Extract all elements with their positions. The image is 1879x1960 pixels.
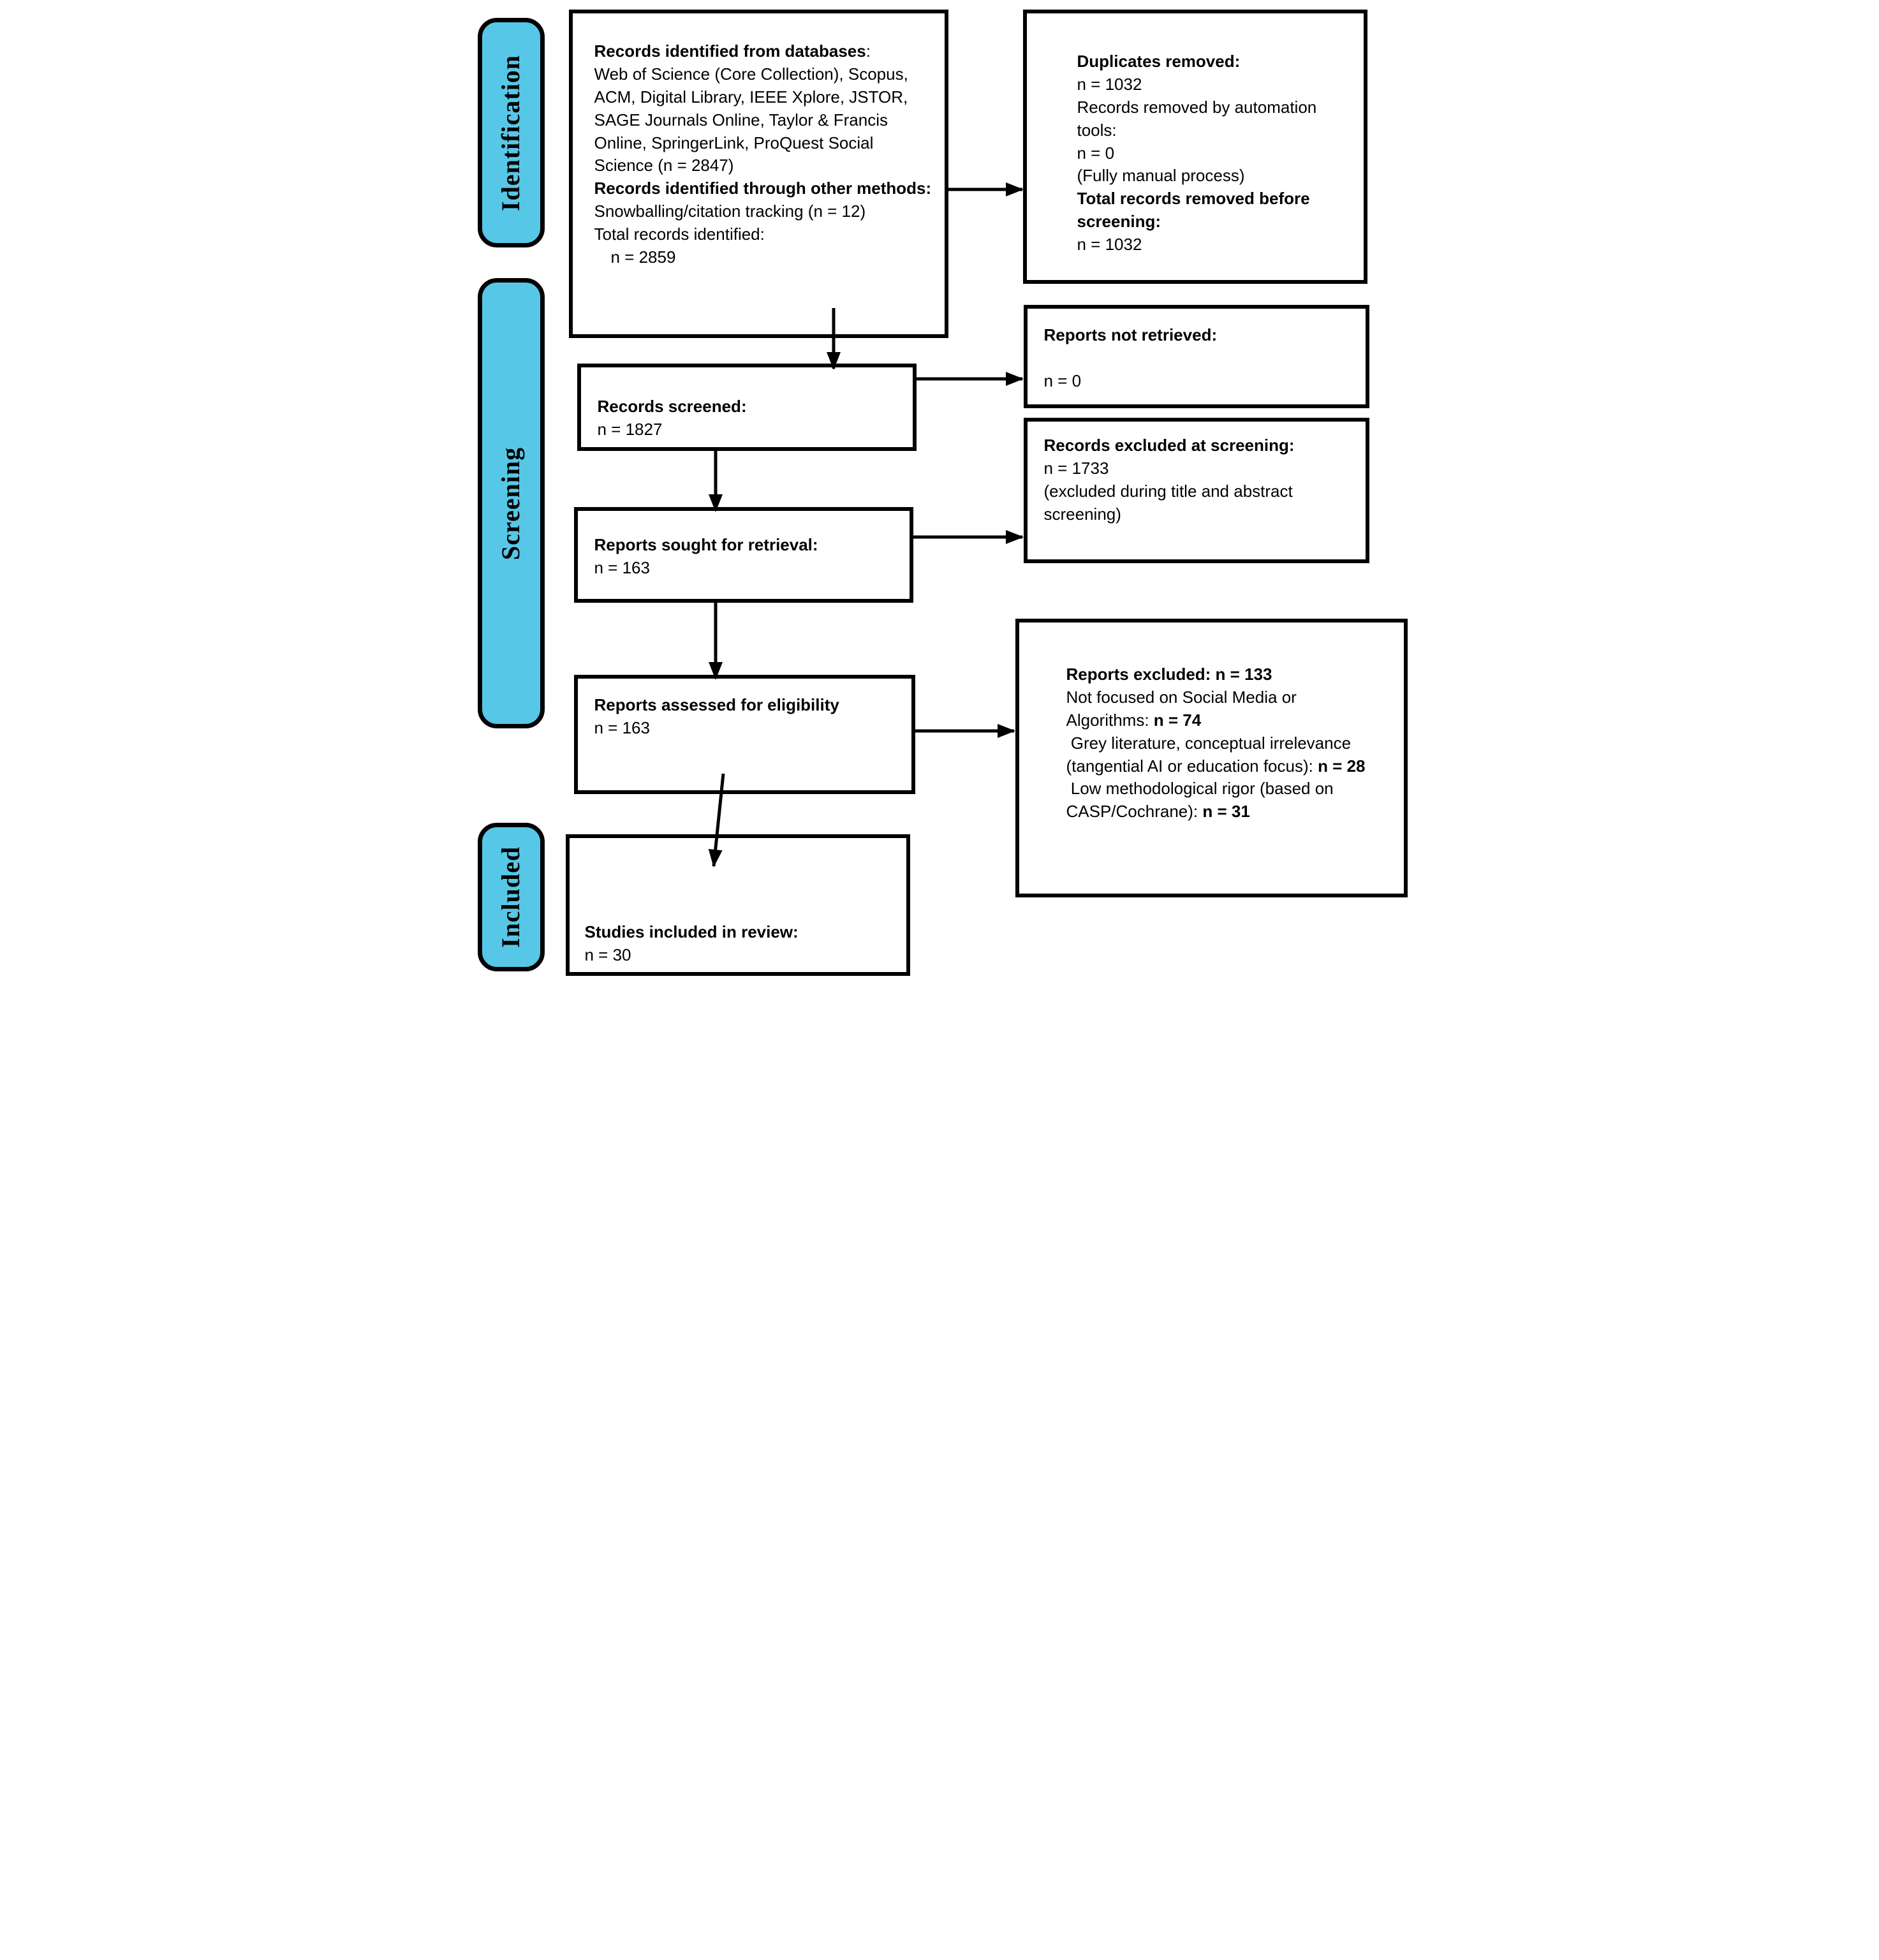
- paragraph: n = 163: [594, 717, 886, 740]
- text-segment: n = 1733: [1043, 458, 1109, 478]
- paragraph: n = 0: [1044, 370, 1353, 393]
- paragraph: Records identified from databases:: [594, 40, 936, 63]
- paragraph: (excluded during title and abstract scre…: [1044, 480, 1325, 526]
- paragraph: (Fully manual process): [1077, 165, 1336, 188]
- box-records-excluded-at-screening: Records excluded at screening: n = 1733 (e…: [1023, 418, 1369, 563]
- paragraph: Reports not retrieved:: [1044, 324, 1353, 347]
- text-segment: Reports assessed for eligibility: [594, 695, 839, 714]
- paragraph: Duplicates removed:: [1077, 50, 1336, 73]
- paragraph: n = 163: [594, 557, 897, 580]
- text-segment: Reports excluded: n = 133: [1066, 665, 1272, 684]
- text-segment: n = 163: [594, 718, 650, 737]
- box-records-screened: Records screened: n = 1827: [577, 364, 917, 451]
- text-segment: n = 30: [584, 945, 631, 964]
- text-segment: n = 28: [1318, 756, 1366, 776]
- stage-included-label: Included: [496, 846, 526, 948]
- text-segment: n = 163: [594, 557, 650, 577]
- paragraph: Not focused on Social Media or Algorithm…: [1066, 686, 1380, 732]
- text-segment: Records identified through other methods…: [594, 179, 932, 198]
- text-segment: n = 74: [1153, 710, 1202, 730]
- paragraph: Records screened:: [598, 395, 900, 418]
- box-records-identified: Records identified from databases:Web of…: [568, 10, 948, 338]
- text-segment: Grey literature, conceptual irrelevance …: [1066, 733, 1356, 776]
- stage-identification: Identification: [477, 18, 545, 247]
- paragraph: Low methodological rigor (based on CASP/…: [1066, 777, 1380, 823]
- text-segment: Web of Science (Core Collection), Scopus…: [594, 64, 913, 175]
- text-segment: Records excluded at screening:: [1043, 436, 1295, 455]
- paragraph: n = 1032: [1077, 233, 1336, 256]
- paragraph: n = 1733: [1044, 457, 1325, 480]
- paragraph: Records identified through other methods…: [594, 177, 936, 223]
- paragraph: n = 1032: [1077, 73, 1336, 96]
- text-segment: Total records removed before screening:: [1077, 189, 1315, 232]
- text-segment: n = 1032: [1077, 235, 1142, 254]
- text-segment: Duplicates removed:: [1077, 52, 1241, 71]
- prisma-flow-diagram: Identification Screening Included Record…: [469, 0, 1410, 980]
- text-segment: n = 31: [1202, 802, 1250, 822]
- box-studies-included-in-review: Studies included in review: n = 30: [565, 834, 910, 976]
- text-segment: n = 1827: [597, 419, 663, 439]
- text-segment: Reports not retrieved:: [1043, 325, 1218, 344]
- stage-identification-label: Identification: [496, 54, 526, 211]
- paragraph: n = 2859: [611, 246, 936, 269]
- text-segment: Total records identified:: [594, 225, 765, 244]
- box-reports-sought-for-retrieval: Reports sought for retrieval: n = 163: [573, 507, 913, 603]
- text-segment: (excluded during title and abstract scre…: [1043, 481, 1297, 524]
- text-segment: Studies included in review:: [584, 922, 799, 941]
- text-segment: Not focused on Social Media or Algorithm…: [1066, 687, 1301, 730]
- stage-included: Included: [477, 823, 545, 971]
- text-segment: n = 0: [1043, 371, 1082, 390]
- paragraph: Reports excluded: n = 133: [1066, 663, 1380, 686]
- paragraph: Reports sought for retrieval:: [594, 534, 897, 557]
- text-segment: Snowballing/citation tracking (n = 12): [594, 179, 936, 221]
- stage-screening-label: Screening: [496, 446, 526, 560]
- paragraph: n = 30: [585, 944, 894, 967]
- text-segment: Records removed by automation tools:: [1077, 97, 1322, 140]
- text-segment: Records screened:: [597, 397, 747, 416]
- paragraph: Grey literature, conceptual irrelevance …: [1066, 732, 1380, 778]
- text-segment: n = 0: [1077, 143, 1115, 163]
- paragraph: Studies included in review:: [585, 921, 894, 944]
- text-segment: Low methodological rigor (based on CASP/…: [1066, 779, 1338, 822]
- text-segment: Records identified from databases: [594, 41, 866, 61]
- paragraph: Reports assessed for eligibility: [594, 694, 886, 717]
- text-segment: n = 1032: [1077, 74, 1142, 94]
- paragraph: Total records identified:: [594, 223, 936, 246]
- text-segment: Reports sought for retrieval:: [594, 535, 818, 554]
- text-segment: (Fully manual process): [1077, 166, 1245, 186]
- text-segment: :: [866, 41, 871, 61]
- paragraph: Records removed by automation tools:: [1077, 96, 1336, 142]
- paragraph: Records excluded at screening:: [1044, 434, 1325, 457]
- paragraph: Web of Science (Core Collection), Scopus…: [594, 63, 936, 177]
- box-reports-not-retrieved: Reports not retrieved: n = 0: [1023, 305, 1369, 408]
- paragraph: n = 0: [1077, 142, 1336, 165]
- box-reports-assessed-for-eligibility: Reports assessed for eligibility n = 163: [573, 675, 915, 794]
- paragraph: Total records removed before screening:: [1077, 188, 1336, 233]
- paragraph: n = 1827: [598, 418, 900, 441]
- stage-screening: Screening: [477, 278, 545, 728]
- text-segment: n = 2859: [610, 247, 676, 267]
